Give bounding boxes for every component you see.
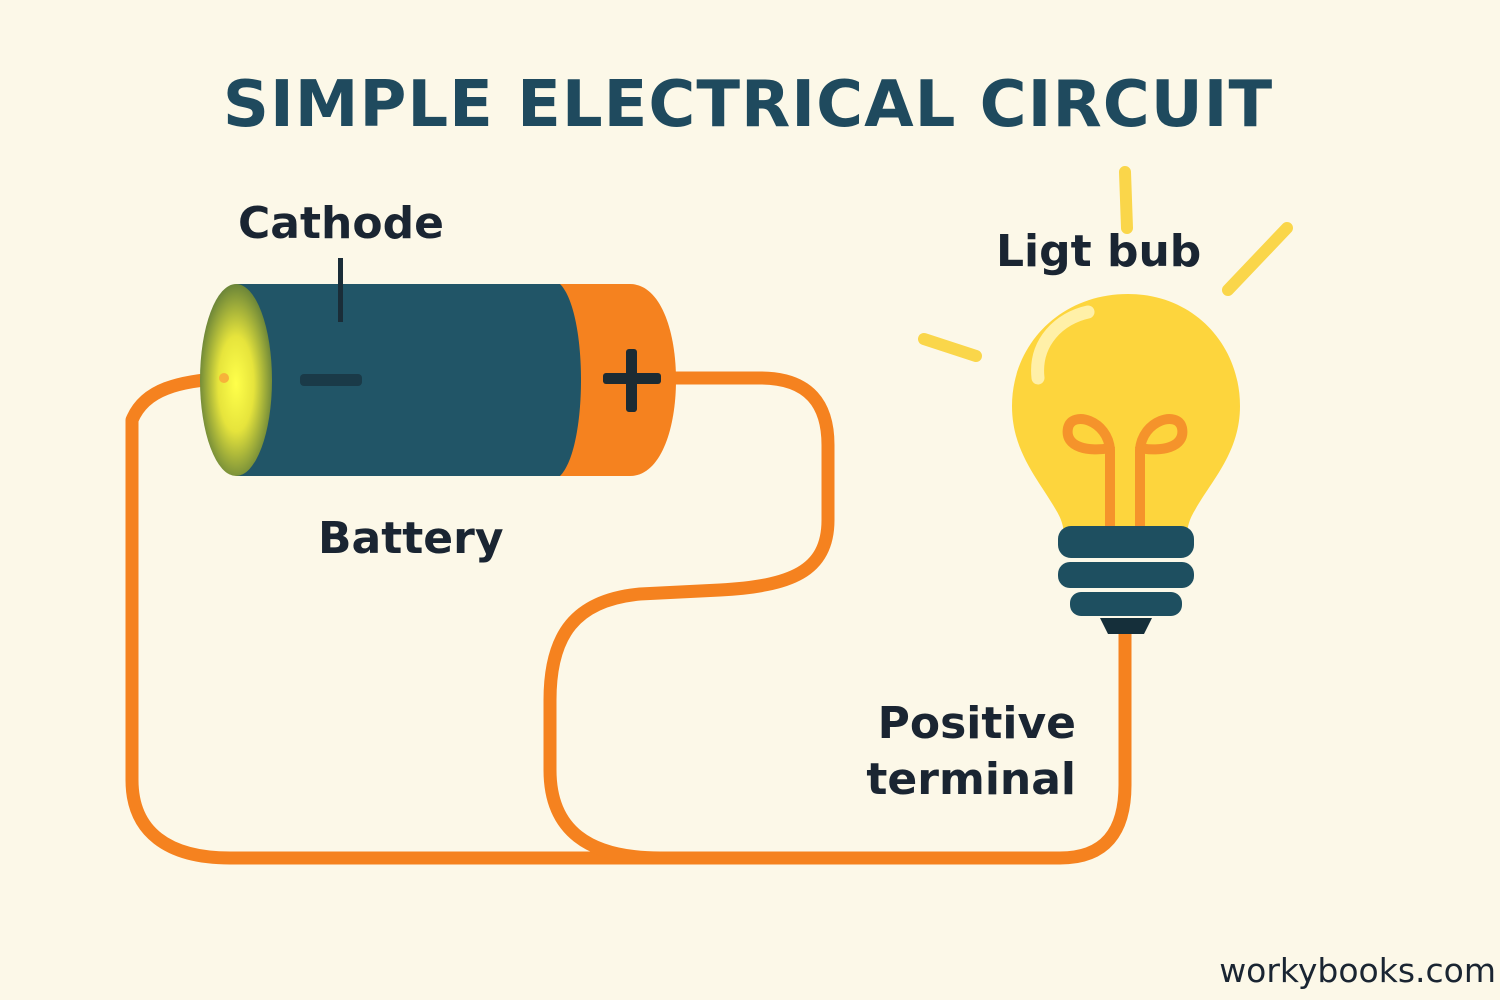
circuit-wires: [125, 371, 1132, 865]
wire-cathode-to-bulb: [125, 371, 1132, 865]
cathode-pointer-line: [338, 258, 343, 322]
bulb-glass: [1012, 294, 1240, 540]
battery-minus-symbol: [300, 374, 362, 386]
battery-plus-symbol: [603, 349, 661, 412]
ray-top: [1119, 166, 1133, 234]
wire-positive-s-curve: [543, 371, 835, 865]
watermark: workybooks.com: [1219, 951, 1496, 990]
bulb-base: [1058, 526, 1194, 634]
light-bulb: [918, 166, 1293, 634]
battery-body: [236, 284, 581, 476]
bulb-rays: [918, 166, 1293, 362]
positive-terminal-label-line2: terminal: [866, 754, 1076, 805]
battery-terminal-nub: [219, 373, 229, 383]
light-bulb-label: Ligt bub: [996, 226, 1201, 277]
battery: [200, 258, 676, 476]
positive-terminal-label-line1: Positive: [878, 698, 1076, 749]
diagram-title: SIMPLE ELECTRICAL CIRCUIT: [223, 68, 1273, 142]
battery-label: Battery: [318, 513, 504, 564]
cathode-label: Cathode: [238, 198, 444, 249]
bulb-highlight: [1031, 305, 1095, 385]
ray-right: [1222, 222, 1293, 296]
bulb-filament: [1062, 414, 1188, 533]
battery-negative-end: [200, 284, 272, 476]
ray-left: [918, 333, 982, 362]
